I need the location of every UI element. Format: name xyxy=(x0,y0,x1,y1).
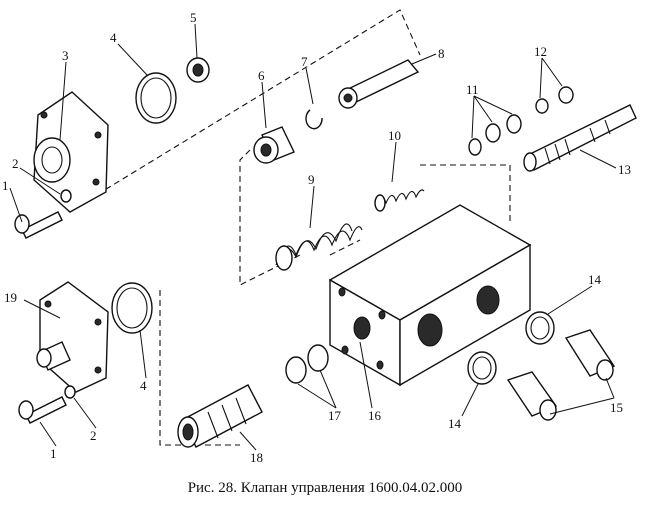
leader-lines xyxy=(9,23,617,451)
part-labels: 1 2 3 4 5 6 7 8 9 10 11 12 13 14 14 15 1… xyxy=(2,10,631,465)
spool-13 xyxy=(523,104,637,172)
label-4-upper: 4 xyxy=(110,30,117,45)
label-2-lower: 2 xyxy=(90,428,97,443)
piston-18 xyxy=(177,384,263,448)
assembly-axis-lines xyxy=(79,9,511,446)
label-19: 19 xyxy=(4,290,17,305)
figure-caption: Рис. 28. Клапан управления 1600.04.02.00… xyxy=(187,480,463,496)
label-15: 15 xyxy=(610,400,623,415)
flange-cover-lower xyxy=(36,281,109,393)
label-18: 18 xyxy=(250,450,263,465)
ring-5 xyxy=(186,57,210,83)
sleeve-6 xyxy=(253,126,295,164)
spring-10 xyxy=(374,189,425,212)
label-16: 16 xyxy=(368,408,382,423)
label-9: 9 xyxy=(308,172,315,187)
label-17: 17 xyxy=(328,408,342,423)
label-8: 8 xyxy=(438,46,445,61)
label-13: 13 xyxy=(618,162,631,177)
label-12: 12 xyxy=(534,44,547,59)
label-4-lower: 4 xyxy=(140,378,147,393)
label-7: 7 xyxy=(301,54,308,69)
label-10: 10 xyxy=(388,128,401,143)
label-6: 6 xyxy=(258,68,265,83)
label-2-upper: 2 xyxy=(12,156,19,171)
label-11: 11 xyxy=(466,82,479,97)
label-1-lower: 1 xyxy=(50,446,57,461)
plunger-8 xyxy=(338,59,420,109)
flange-cover-upper xyxy=(33,91,109,213)
label-5: 5 xyxy=(190,10,197,25)
valve-body-16 xyxy=(328,204,532,387)
o-ring-lower xyxy=(111,282,153,334)
rings-12 xyxy=(535,86,574,114)
rings-11 xyxy=(468,114,522,156)
split-ring-7 xyxy=(305,109,323,130)
spring-9 xyxy=(275,223,363,271)
fittings-15 xyxy=(506,329,616,421)
label-3: 3 xyxy=(62,48,69,63)
washer-upper xyxy=(60,189,72,203)
washer-lower xyxy=(64,385,76,399)
o-ring-upper xyxy=(135,72,177,124)
label-14-right: 14 xyxy=(588,272,602,287)
label-1-upper: 1 xyxy=(2,178,9,193)
label-14-left: 14 xyxy=(448,416,462,431)
bolt-upper xyxy=(14,211,63,239)
bolt-lower xyxy=(18,396,67,424)
rings-17 xyxy=(285,344,329,384)
washers-14 xyxy=(467,311,555,385)
